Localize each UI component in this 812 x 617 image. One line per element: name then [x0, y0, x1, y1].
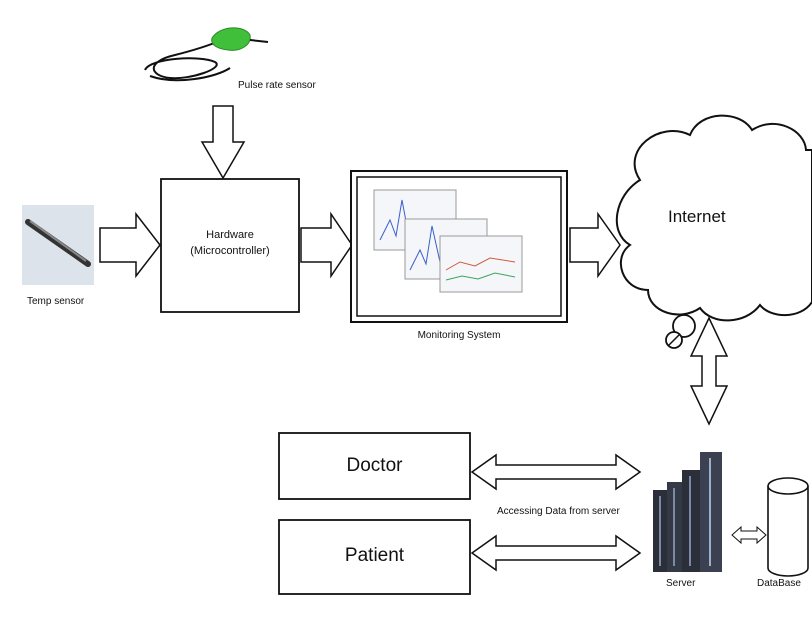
temp-to-hardware-arrow	[99, 211, 161, 279]
hardware-box	[160, 178, 300, 313]
patient-label: Patient	[344, 545, 405, 566]
server-database-arrow	[731, 525, 767, 545]
temp-sensor-label: Temp sensor	[27, 296, 85, 307]
hardware-title: Hardware	[206, 229, 254, 241]
hardware-to-monitoring-arrow	[300, 211, 353, 279]
server-label: Server	[666, 578, 696, 589]
internet-cloud	[615, 114, 812, 322]
doctor-box	[278, 432, 471, 500]
internet-server-arrow	[689, 316, 729, 426]
server-icon	[653, 452, 722, 572]
pulse-sensor-icon	[144, 27, 269, 82]
monitoring-system-label: Monitoring System	[417, 330, 501, 341]
internet-cloud-knot-top	[672, 314, 696, 338]
hardware-subtitle: (Microcontroller)	[190, 245, 270, 257]
patient-server-arrow	[470, 534, 642, 572]
temp-sensor-icon	[22, 205, 94, 285]
accessing-data-label: Accessing Data from server	[497, 506, 620, 517]
database-label: DataBase	[757, 578, 801, 589]
patient-box	[278, 519, 471, 595]
doctor-label: Doctor	[346, 455, 403, 476]
doctor-server-arrow	[470, 453, 642, 491]
internet-label: Internet	[668, 207, 726, 226]
pulse-sensor-label: Pulse rate sensor	[238, 80, 316, 91]
database-icon	[767, 477, 809, 577]
pulse-to-hardware-arrow	[200, 105, 246, 180]
monitoring-to-internet-arrow	[569, 211, 621, 279]
monitoring-screens-icon	[373, 189, 523, 293]
